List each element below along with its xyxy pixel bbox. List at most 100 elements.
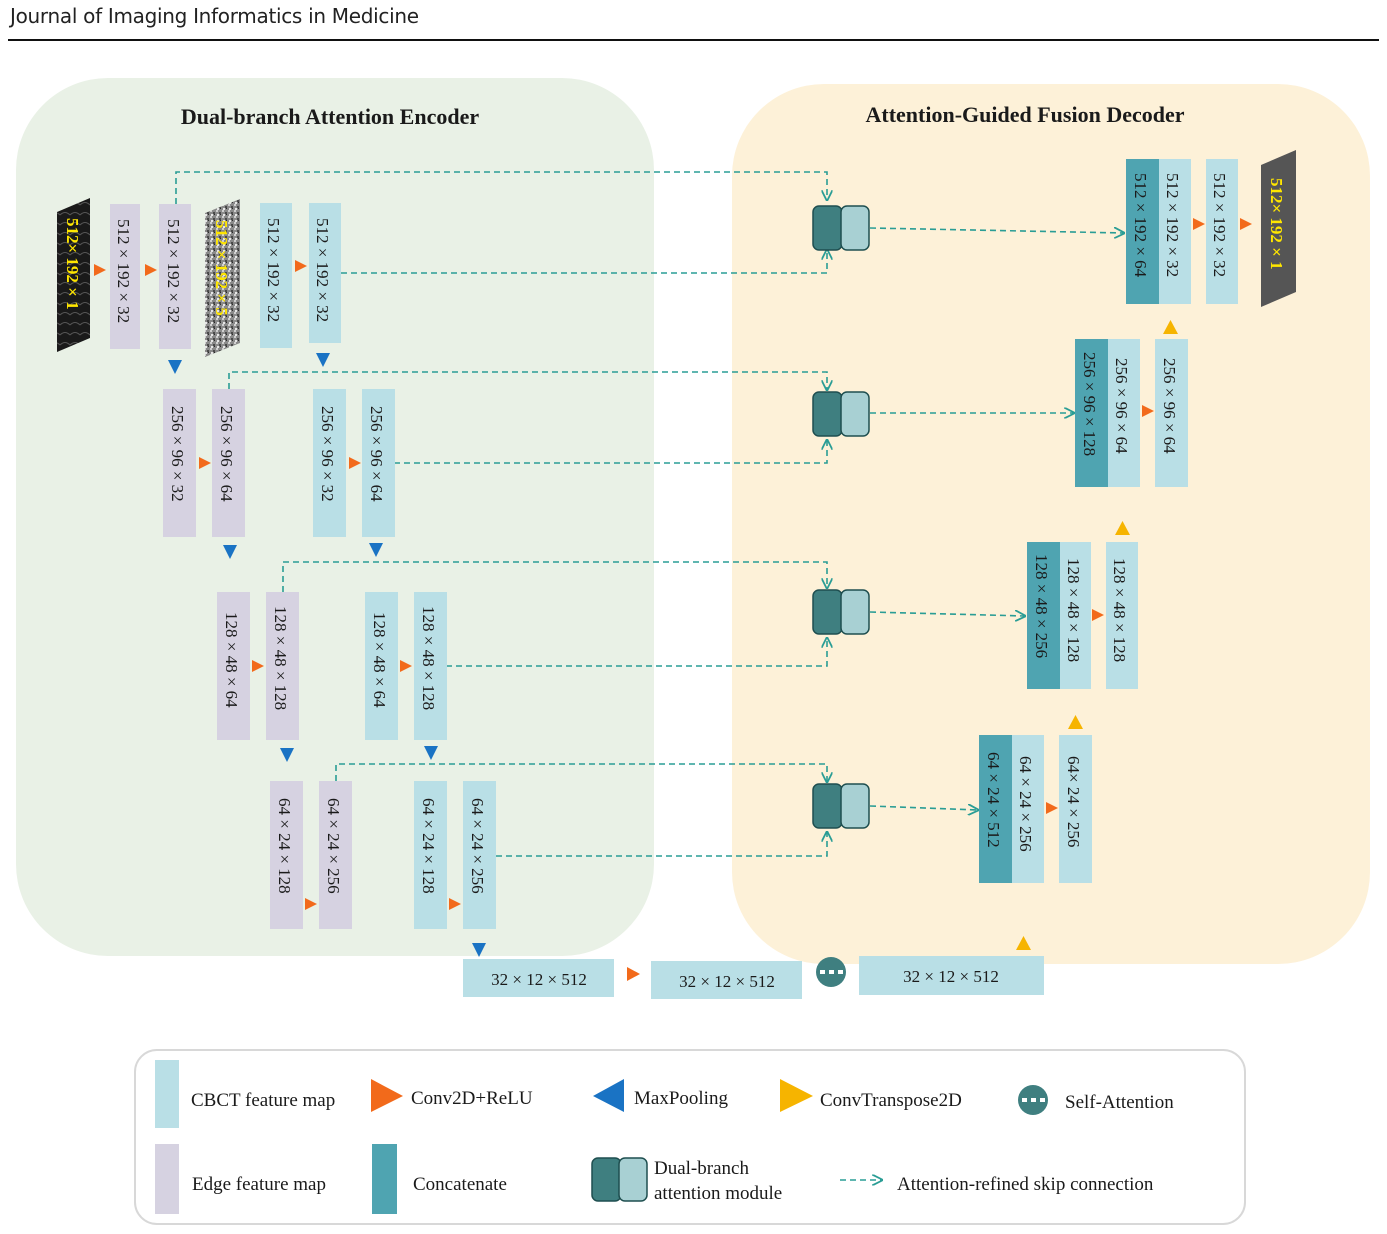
legend-concat-swatch	[372, 1144, 397, 1214]
svg-text:512 × 192 × 32: 512 × 192 × 32	[164, 219, 183, 323]
concat-map	[979, 735, 1012, 883]
cbct-feature-map	[365, 592, 398, 740]
bottleneck-map	[463, 959, 614, 997]
svg-text:128 × 48 × 128: 128 × 48 × 128	[419, 606, 438, 710]
self-attention-icon	[816, 957, 846, 987]
maxpool-arrow	[424, 746, 438, 760]
dual-attention-module	[812, 589, 870, 635]
cbct-feature-map	[362, 389, 395, 537]
svg-text:256 × 96 × 64: 256 × 96 × 64	[367, 406, 386, 502]
svg-text:256 × 96 × 64: 256 × 96 × 64	[1160, 358, 1179, 454]
svg-text:64 × 24 × 256: 64 × 24 × 256	[324, 798, 343, 894]
decoder-title: Attention-Guided Fusion Decoder	[866, 102, 1185, 127]
conv-arrow	[1142, 405, 1154, 417]
conv-arrow	[1046, 802, 1058, 814]
skip-connections	[175, 171, 1124, 857]
svg-text:128 × 48 × 128: 128 × 48 × 128	[271, 606, 290, 710]
svg-text:64 × 24 × 128: 64 × 24 × 128	[275, 798, 294, 894]
conv-arrow	[627, 967, 640, 981]
legend-dual-label-2: attention module	[654, 1183, 782, 1204]
conv-arrow	[1193, 218, 1205, 230]
legend-cbct-swatch	[155, 1060, 179, 1128]
conv-arrow	[1240, 218, 1252, 230]
cbct-feature-map	[260, 203, 292, 348]
conv-arrow	[1092, 609, 1104, 621]
svg-text:512 × 192 × 32: 512 × 192 × 32	[1210, 173, 1229, 277]
svg-text:32 × 12 × 512: 32 × 12 × 512	[491, 970, 587, 989]
input-ct-image: 512× 192 × 1	[57, 198, 90, 352]
conv-arrow	[145, 264, 157, 276]
legend-edge-swatch	[155, 1144, 179, 1214]
conv-arrow	[449, 898, 461, 910]
svg-text:512 × 192 × 32: 512 × 192 × 32	[264, 218, 283, 322]
legend: CBCT feature map Conv2D+ReLU MaxPooling …	[134, 1049, 1246, 1225]
cbct-feature-map	[1159, 159, 1191, 304]
dual-attention-module	[812, 205, 870, 251]
cbct-feature-map	[1060, 542, 1091, 689]
edge-feature-map	[217, 592, 250, 740]
svg-text:128 × 48 × 128: 128 × 48 × 128	[1110, 558, 1129, 662]
edge-feature-map	[110, 204, 140, 349]
conv-arrow	[199, 457, 211, 469]
skip-row4-cbct	[496, 832, 827, 857]
svg-text:256 × 96 × 64: 256 × 96 × 64	[217, 406, 236, 502]
fuse-row4	[869, 806, 978, 810]
maxpool-arrow	[168, 360, 182, 374]
conv-arrow	[305, 898, 317, 910]
conv-arrow	[252, 660, 264, 672]
legend-edge-label: Edge feature map	[192, 1174, 326, 1195]
dual-attention-module	[812, 783, 870, 829]
convT-arrow	[1068, 715, 1083, 729]
legend-conv-label: Conv2D+ReLU	[411, 1088, 533, 1109]
conv-arrow	[349, 457, 361, 469]
journal-header: Journal of Imaging Informatics in Medici…	[10, 4, 419, 28]
dual-attention-module	[812, 391, 870, 437]
conv-arrow	[94, 264, 106, 276]
encoder-title: Dual-branch Attention Encoder	[181, 104, 479, 129]
svg-text:512× 192 × 1: 512× 192 × 1	[1267, 178, 1286, 270]
cbct-feature-map	[1106, 542, 1138, 689]
svg-text:512 × 192 × 32: 512 × 192 × 32	[313, 218, 332, 322]
maxpool-arrow	[316, 353, 330, 367]
edge-feature-map	[266, 592, 299, 740]
svg-text:256 × 96 × 64: 256 × 96 × 64	[1112, 358, 1131, 454]
legend-selfatt-label: Self-Attention	[1065, 1092, 1174, 1113]
legend-convT-icon	[780, 1079, 813, 1112]
cbct-feature-map	[1059, 735, 1092, 883]
svg-text:64 × 24 × 512: 64 × 24 × 512	[984, 752, 1003, 848]
svg-text:512 × 192 × 5: 512 × 192 × 5	[212, 220, 231, 316]
cbct-feature-map	[1012, 735, 1044, 883]
edge-feature-map	[270, 781, 303, 929]
skip-row1-edge	[175, 171, 827, 204]
edge-feature-map	[163, 389, 196, 537]
legend-concat-label: Concatenate	[413, 1174, 507, 1195]
cbct-feature-map	[463, 781, 496, 929]
svg-text:64 × 24 × 128: 64 × 24 × 128	[419, 798, 438, 894]
legend-maxpool-icon	[593, 1079, 624, 1112]
conv-arrow	[295, 260, 307, 272]
svg-text:32 × 12 × 512: 32 × 12 × 512	[679, 972, 775, 991]
concat-map	[1027, 542, 1060, 689]
cbct-feature-map	[414, 592, 447, 740]
svg-text:128 × 48 × 128: 128 × 48 × 128	[1064, 558, 1083, 662]
svg-text:512 × 192 × 64: 512 × 192 × 64	[1131, 173, 1150, 278]
fuse-row3	[869, 612, 1025, 616]
legend-maxpool-label: MaxPooling	[634, 1088, 728, 1109]
edge-feature-map	[159, 204, 191, 349]
maxpool-arrow	[223, 545, 237, 559]
svg-text:256 × 96 × 128: 256 × 96 × 128	[1080, 352, 1099, 456]
svg-text:64× 24 × 256: 64× 24 × 256	[1064, 756, 1083, 847]
legend-cbct-label: CBCT feature map	[191, 1090, 335, 1111]
header-rule	[8, 39, 1379, 41]
legend-selfatt-icon	[1018, 1085, 1048, 1115]
svg-text:64 × 24 × 256: 64 × 24 × 256	[468, 798, 487, 894]
svg-text:256 × 96 × 32: 256 × 96 × 32	[168, 406, 187, 502]
svg-text:32 × 12 × 512: 32 × 12 × 512	[903, 967, 999, 986]
svg-text:128 × 48 × 64: 128 × 48 × 64	[370, 612, 389, 708]
svg-text:128 × 48 × 64: 128 × 48 × 64	[222, 612, 241, 708]
edge-input-image: 512 × 192 × 5	[205, 199, 240, 357]
cbct-feature-map	[313, 389, 346, 537]
convT-arrow	[1115, 521, 1130, 535]
maxpool-arrow	[280, 748, 294, 762]
